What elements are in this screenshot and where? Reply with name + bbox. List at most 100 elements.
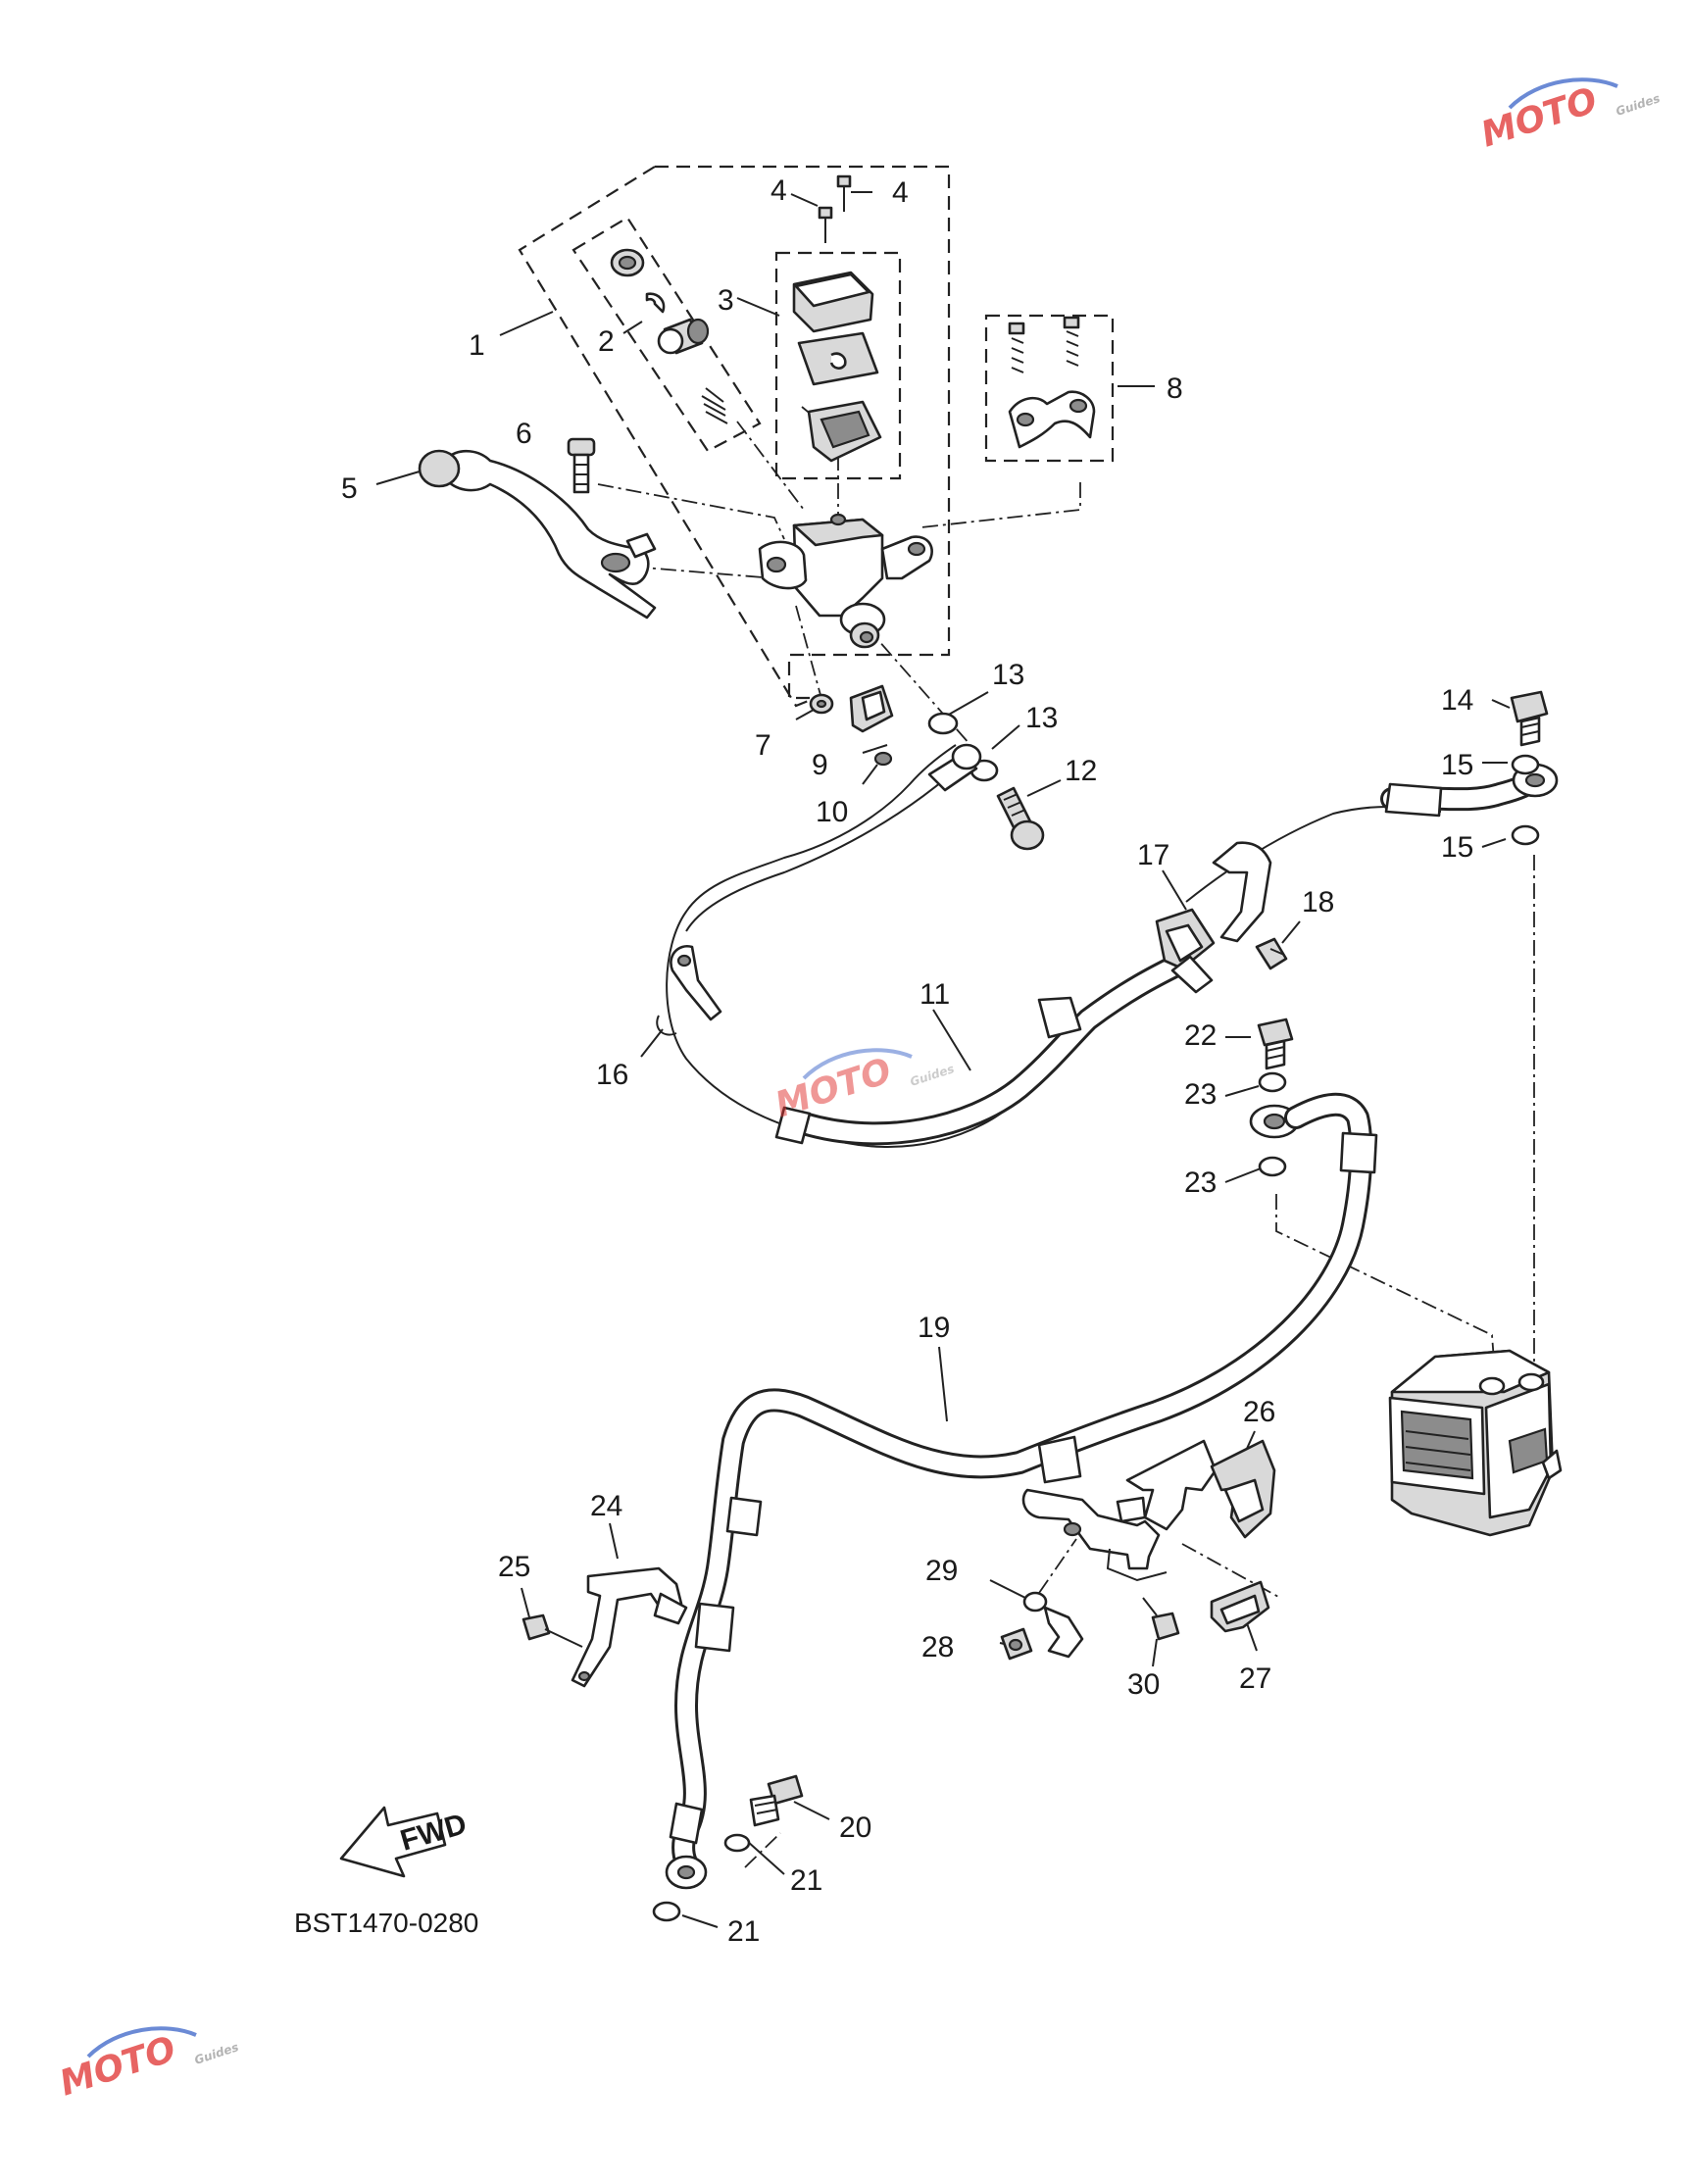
reservoir-cap — [792, 271, 882, 463]
chain-clamp-8 — [920, 482, 1081, 528]
callout-23b: 23 — [1184, 1166, 1217, 1199]
chain-piston — [736, 421, 805, 511]
callout-18: 18 — [1302, 886, 1334, 918]
banjo-parts — [927, 712, 1045, 851]
callout-6: 6 — [516, 418, 532, 450]
leader-3 — [736, 297, 780, 317]
cap-screws — [818, 174, 852, 243]
callout-29: 29 — [925, 1555, 958, 1587]
leader-20 — [793, 1801, 830, 1820]
callout-15b: 15 — [1441, 831, 1473, 864]
callout-27: 27 — [1239, 1663, 1271, 1695]
watermark-sub-text: Guides — [1615, 91, 1662, 119]
callout-23a: 23 — [1184, 1078, 1217, 1111]
callout-19: 19 — [918, 1312, 950, 1344]
callout-22: 22 — [1184, 1019, 1217, 1052]
watermark-logo-text: MOTO — [1476, 80, 1602, 156]
abs-unit — [1388, 1349, 1563, 1537]
chain-bolt-20 — [744, 1832, 781, 1868]
assembly-2-outline — [572, 216, 762, 453]
callout-2: 2 — [598, 325, 615, 358]
callout-13b: 13 — [1025, 702, 1058, 734]
leader-2 — [622, 321, 643, 334]
washer-21b — [652, 1901, 681, 1922]
leader-4a — [790, 193, 819, 207]
bolt-18 — [1255, 937, 1288, 970]
callout-25: 25 — [498, 1551, 530, 1583]
callout-3: 3 — [718, 284, 734, 317]
lower-brake-hose — [665, 1092, 1378, 1890]
hose-clip-16 — [656, 944, 722, 1036]
chain-clamp-29 — [1038, 1538, 1077, 1594]
master-cylinder — [758, 513, 933, 649]
lower-small-parts — [809, 684, 894, 767]
callout-11: 11 — [920, 978, 950, 1011]
washer-15b — [1511, 824, 1540, 846]
lever-pivot-hole — [600, 552, 631, 573]
leader-13a — [946, 691, 989, 717]
chain-switch-9 — [795, 605, 824, 707]
chain-bolt-22 — [1275, 1194, 1497, 1387]
watermark-logo-text: MOTO — [55, 2029, 180, 2105]
callout-21b: 21 — [727, 1915, 760, 1948]
leader-19 — [938, 1346, 948, 1422]
washer-21a — [723, 1833, 751, 1853]
piston-kit — [610, 248, 728, 424]
assembly-3-outline — [774, 251, 902, 480]
callout-13a: 13 — [992, 659, 1024, 691]
bolt-30 — [1142, 1597, 1180, 1641]
union-bolt-20 — [749, 1774, 804, 1827]
callout-1: 1 — [469, 329, 485, 362]
callout-20: 20 — [839, 1812, 871, 1844]
bolt-25 — [522, 1613, 583, 1648]
leader-29 — [989, 1579, 1030, 1601]
leader-7 — [795, 709, 815, 720]
washer-15a — [1511, 754, 1540, 775]
union-bolt-14 — [1510, 690, 1549, 747]
forward-arrow-label: FWD — [397, 1808, 471, 1858]
callout-7: 7 — [755, 729, 771, 762]
upper-brake-hose — [666, 743, 1559, 1148]
washer-23a — [1258, 1071, 1287, 1093]
assembly-1-outline — [518, 165, 951, 708]
callout-4b: 4 — [892, 176, 909, 209]
callout-21a: 21 — [790, 1864, 822, 1897]
watermark-sub-text: Guides — [909, 1062, 956, 1089]
callout-4a: 4 — [770, 174, 787, 207]
bracket-24 — [571, 1566, 688, 1688]
leader-1 — [499, 311, 554, 336]
leader-25 — [521, 1587, 530, 1618]
leader-30 — [1152, 1638, 1158, 1667]
leader-27 — [1246, 1622, 1258, 1652]
callout-16: 16 — [596, 1059, 628, 1091]
callout-15a: 15 — [1441, 749, 1473, 781]
watermark-logo-top: MOTO Guides — [1476, 77, 1662, 156]
leader-12 — [1026, 779, 1062, 797]
callout-17: 17 — [1137, 839, 1169, 871]
leader-21b — [681, 1914, 719, 1928]
clamp-29 — [1022, 1591, 1084, 1659]
forward-arrow: FWD — [339, 1806, 471, 1878]
leader-14 — [1491, 699, 1511, 709]
assembly-8-outline — [984, 314, 1115, 463]
callout-8: 8 — [1167, 372, 1183, 405]
diagram-code: BST1470-0280 — [294, 1908, 478, 1938]
screw-10 — [873, 751, 893, 767]
watermark-sub-text: Guides — [193, 2040, 240, 2067]
union-bolt-22 — [1257, 1018, 1294, 1070]
leader-24 — [609, 1522, 619, 1560]
leader-17 — [1162, 869, 1187, 911]
callout-12: 12 — [1065, 755, 1097, 787]
holder-27 — [1210, 1580, 1270, 1633]
callout-28: 28 — [921, 1631, 954, 1663]
leader-18 — [1281, 920, 1301, 944]
leader-21a — [746, 1840, 785, 1875]
washer-13a — [927, 712, 959, 735]
leader-15b — [1481, 838, 1507, 848]
watermark-logo-bottom: MOTO Guides — [55, 2026, 240, 2105]
callout-9: 9 — [812, 749, 828, 781]
chain-bracket-26 — [1181, 1543, 1281, 1599]
leader-23b — [1224, 1167, 1262, 1183]
bolt-28 — [1000, 1627, 1033, 1661]
